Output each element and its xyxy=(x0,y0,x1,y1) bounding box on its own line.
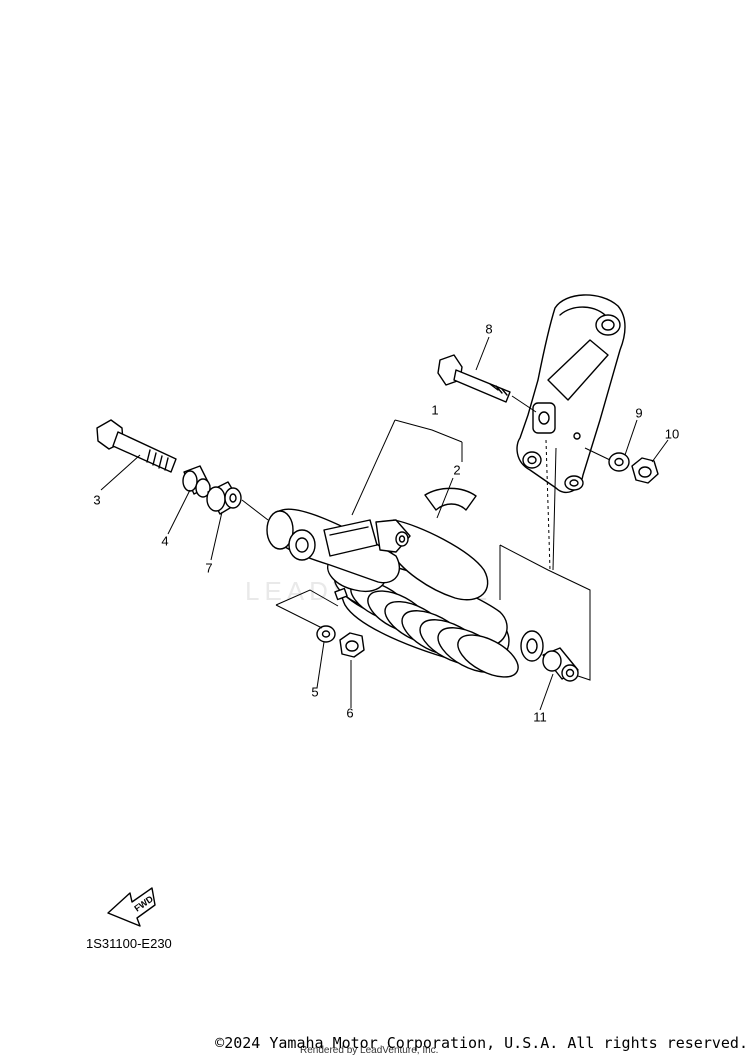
callout-8: 8 xyxy=(485,321,493,337)
rear-shock-absorber xyxy=(266,508,544,678)
rendered-by-credit: Rendered by LeadVenture, Inc. xyxy=(300,1045,439,1056)
bushing-7 xyxy=(206,481,242,515)
bolt-3 xyxy=(96,419,177,473)
washer-5 xyxy=(316,625,336,643)
nut-6 xyxy=(339,632,365,658)
callout-3: 3 xyxy=(93,492,101,508)
callout-2: 2 xyxy=(453,462,461,478)
nut-10 xyxy=(631,457,659,484)
callout-5: 5 xyxy=(311,684,319,700)
callout-11: 11 xyxy=(533,709,547,725)
diagram-code: 1S31100-E230 xyxy=(86,936,172,951)
bolt-8 xyxy=(437,354,511,403)
collar-4 xyxy=(182,465,211,498)
callout-6: 6 xyxy=(346,705,354,721)
callout-10: 10 xyxy=(664,426,680,442)
label-sticker-2 xyxy=(424,487,477,511)
collar-11 xyxy=(542,647,579,682)
callout-7: 7 xyxy=(205,560,213,576)
copyright-notice: ©2024 Yamaha Motor Corporation, U.S.A. A… xyxy=(215,1034,748,1052)
fwd-arrow-icon: FWD xyxy=(107,887,156,927)
relay-arm xyxy=(516,294,626,494)
callout-9: 9 xyxy=(635,405,643,421)
callout-1: 1 xyxy=(431,402,439,418)
callout-4: 4 xyxy=(161,533,169,549)
washer-9 xyxy=(608,452,630,472)
